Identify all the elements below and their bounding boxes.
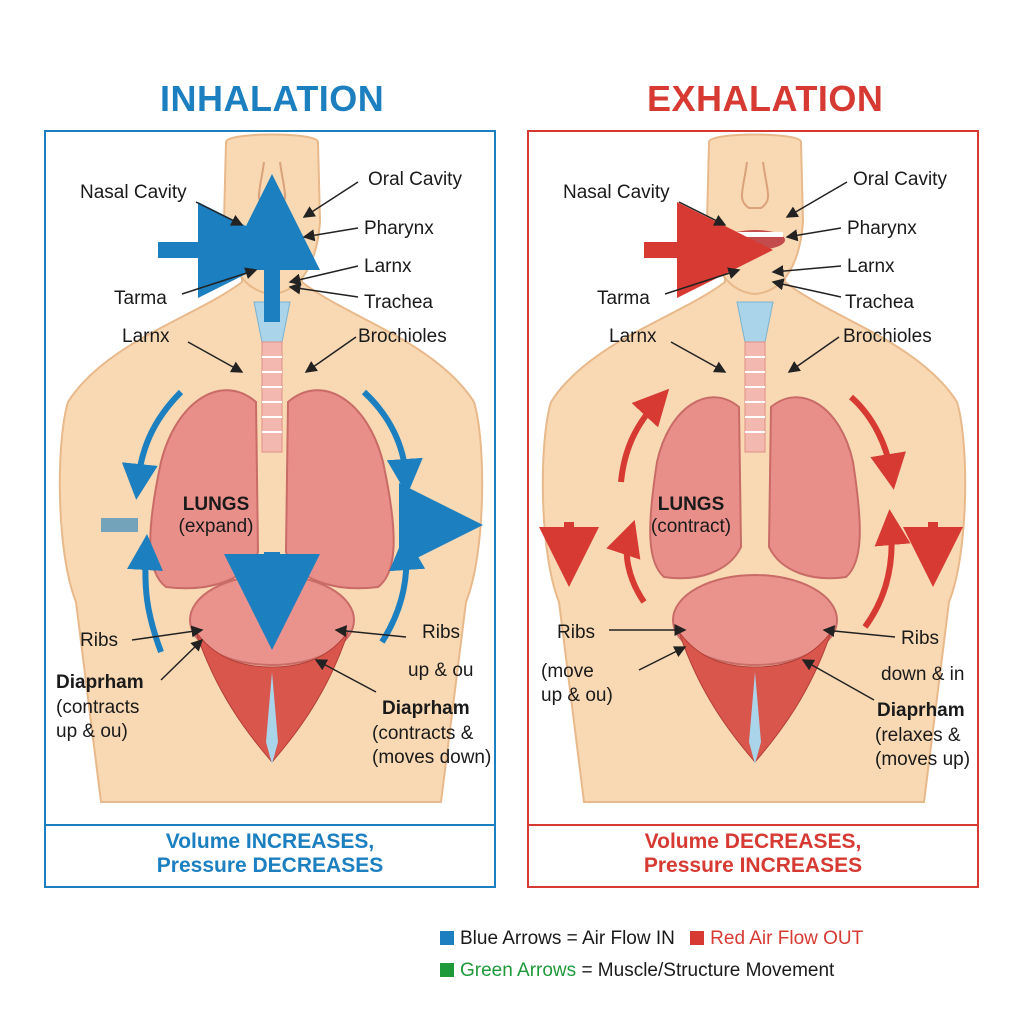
left-lung — [649, 396, 743, 580]
legend-row-2: Green Arrows = Muscle/Structure Movement — [440, 960, 834, 982]
label-trachea: Trachea — [845, 292, 914, 313]
legend-green-key: Green Arrows — [460, 960, 577, 981]
label-pharynx: Pharynx — [847, 218, 917, 239]
label-diaphragm-right-desc: (contracts & (moves down) — [372, 723, 492, 768]
label-brochioles: Brochioles — [358, 326, 447, 347]
lungs-title: LUNGS — [657, 494, 725, 515]
exhalation-title: EXHALATION — [647, 78, 884, 119]
legend-red-key: Red Air Flow OUT — [710, 928, 864, 949]
label-diaphragm-right: Diaprham — [382, 698, 470, 719]
torso — [541, 221, 967, 803]
legend-row-1: Blue Arrows = Air Flow IN Red Air Flow O… — [440, 928, 863, 950]
right-lung — [767, 396, 861, 580]
red-swatch — [690, 931, 705, 945]
blue-swatch — [440, 931, 454, 945]
inhalation-panel: Nasal Cavity Oral Cavity Pharynx Larnx T… — [44, 130, 496, 888]
green-swatch — [440, 963, 454, 977]
legend-green-rest: = Muscle/Structure Movement — [581, 960, 835, 981]
label-trachea: Trachea — [364, 292, 433, 313]
label-ribs-right: Ribs — [422, 622, 461, 643]
label-tarma: Tarma — [597, 288, 650, 309]
torso — [58, 221, 484, 803]
label-larnx-right: Larnx — [847, 256, 895, 277]
inhalation-illustration — [58, 133, 484, 803]
label-ribs-left-desc: (move up & ou) — [541, 661, 613, 706]
trachea-shape — [744, 341, 766, 453]
label-ribs-left: Ribs — [557, 622, 596, 643]
label-oral-cavity: Oral Cavity — [853, 169, 947, 190]
label-diaphragm-right: Diaprham — [877, 700, 965, 721]
inhalation-title: INHALATION — [160, 78, 385, 119]
label-brochioles: Brochioles — [843, 326, 932, 347]
label-diaphragm-right-desc: (relaxes & (moves up) — [875, 725, 971, 770]
label-ribs-right-move: up & ou — [408, 660, 474, 681]
diaphragm-dome — [672, 574, 838, 666]
exhalation-illustration — [539, 133, 967, 803]
label-ribs-right: Ribs — [901, 628, 940, 649]
label-larnx-left: Larnx — [609, 326, 657, 347]
label-diaphragm-left-desc: (contracts up & ou) — [56, 697, 140, 742]
label-larnx-right: Larnx — [364, 256, 412, 277]
lungs-state: (contract) — [650, 516, 732, 537]
exhalation-panel: Nasal Cavity Oral Cavity Pharynx Larnx T… — [527, 130, 979, 888]
exhalation-caption: Volume DECREASES, Pressure INCREASES — [529, 824, 977, 888]
lungs-title: LUNGS — [182, 494, 250, 515]
label-ribs-left: Ribs — [80, 630, 119, 651]
label-pharynx: Pharynx — [364, 218, 434, 239]
label-diaphragm-left: Diaprham — [56, 672, 144, 693]
lungs-state: (expand) — [178, 516, 254, 537]
legend-blue-key: Blue Arrows = Air Flow IN — [460, 928, 675, 949]
label-nasal-cavity: Nasal Cavity — [80, 182, 187, 203]
label-lungs: LUNGS (contract) — [641, 494, 741, 538]
trachea-shape — [261, 341, 283, 453]
label-lungs: LUNGS (expand) — [166, 494, 266, 538]
label-larnx-left: Larnx — [122, 326, 170, 347]
inhalation-caption: Volume INCREASES, Pressure DECREASES — [46, 824, 494, 888]
label-oral-cavity: Oral Cavity — [368, 169, 462, 190]
label-nasal-cavity: Nasal Cavity — [563, 182, 670, 203]
label-tarma: Tarma — [114, 288, 167, 309]
label-ribs-right-move: down & in — [881, 664, 965, 685]
